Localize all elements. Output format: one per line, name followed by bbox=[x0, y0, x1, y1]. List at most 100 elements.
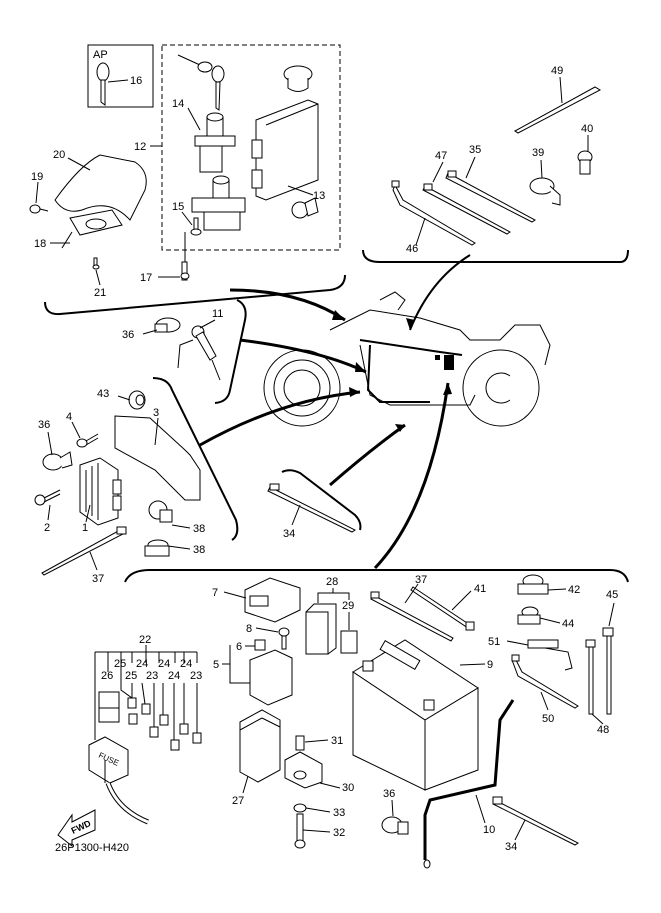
callout-34-a[interactable]: 34 bbox=[283, 528, 295, 540]
callout-40[interactable]: 40 bbox=[581, 123, 593, 135]
clamp-part-38-b[interactable] bbox=[144, 539, 170, 557]
callout-7[interactable]: 7 bbox=[212, 587, 218, 599]
callout-9[interactable]: 9 bbox=[487, 659, 493, 671]
relay-part-27[interactable] bbox=[239, 709, 281, 783]
callout-35[interactable]: 35 bbox=[469, 144, 481, 156]
callout-19[interactable]: 19 bbox=[31, 171, 43, 183]
callout-42[interactable]: 42 bbox=[568, 584, 580, 596]
callout-24-d[interactable]: 24 bbox=[168, 670, 180, 682]
clamp-part-39[interactable] bbox=[529, 177, 561, 206]
callout-12[interactable]: 12 bbox=[134, 141, 146, 153]
callout-36-c[interactable]: 36 bbox=[383, 788, 395, 800]
callout-17[interactable]: 17 bbox=[140, 272, 152, 284]
cap-part[interactable] bbox=[283, 65, 313, 92]
callout-50[interactable]: 50 bbox=[542, 713, 554, 725]
callout-13[interactable]: 13 bbox=[313, 190, 325, 202]
bracket-plate-part-3[interactable] bbox=[114, 415, 201, 501]
callout-22[interactable]: 22 bbox=[139, 634, 151, 646]
callout-39[interactable]: 39 bbox=[532, 147, 544, 159]
fuse-box[interactable]: FUSE bbox=[88, 736, 129, 784]
screw-part-21[interactable] bbox=[92, 257, 100, 270]
key-set[interactable] bbox=[177, 54, 225, 111]
bolt-part-4[interactable] bbox=[76, 433, 99, 448]
clip-part-40[interactable] bbox=[577, 150, 593, 175]
collar-part-31[interactable] bbox=[295, 735, 305, 751]
callout-3[interactable]: 3 bbox=[153, 407, 159, 419]
callout-10[interactable]: 10 bbox=[483, 824, 495, 836]
callout-26[interactable]: 26 bbox=[101, 670, 113, 682]
grommet-part-43[interactable] bbox=[128, 390, 146, 410]
callout-51[interactable]: 51 bbox=[488, 636, 500, 648]
callout-30[interactable]: 30 bbox=[342, 782, 354, 794]
relay-part-28[interactable] bbox=[305, 603, 337, 655]
callout-21[interactable]: 21 bbox=[94, 287, 106, 299]
callout-8[interactable]: 8 bbox=[246, 623, 252, 635]
bolt-part-8[interactable] bbox=[278, 627, 290, 650]
callout-11[interactable]: 11 bbox=[212, 308, 223, 320]
callout-25-b[interactable]: 25 bbox=[125, 670, 137, 682]
callout-41[interactable]: 41 bbox=[474, 583, 486, 595]
callout-25-a[interactable]: 25 bbox=[114, 658, 126, 670]
battery-part-9[interactable] bbox=[352, 639, 479, 791]
ecu-part-13[interactable] bbox=[251, 99, 319, 201]
bracket-part-51[interactable] bbox=[527, 639, 573, 671]
sensor-part-11[interactable] bbox=[177, 325, 221, 381]
bracket-part-18[interactable] bbox=[61, 209, 123, 249]
relay-part-5[interactable] bbox=[249, 649, 293, 706]
tie-part-45[interactable] bbox=[606, 633, 612, 715]
callout-49[interactable]: 49 bbox=[551, 65, 563, 77]
callout-28[interactable]: 28 bbox=[326, 576, 338, 588]
callout-32[interactable]: 32 bbox=[333, 827, 345, 839]
washer-part-33[interactable] bbox=[293, 803, 307, 813]
callout-45[interactable]: 45 bbox=[606, 589, 618, 601]
tie-part-47[interactable] bbox=[422, 185, 511, 235]
callout-23-a[interactable]: 23 bbox=[146, 670, 158, 682]
fuse-part-29[interactable] bbox=[340, 630, 358, 654]
bolt-part-32[interactable] bbox=[294, 813, 306, 849]
switch-body[interactable] bbox=[191, 175, 246, 231]
bracket-part-30[interactable] bbox=[284, 751, 323, 789]
clamp-part-36-a[interactable] bbox=[154, 317, 181, 333]
callout-36-b[interactable]: 36 bbox=[38, 419, 50, 431]
tie-part-49[interactable] bbox=[514, 86, 602, 134]
clamp-part-36-c[interactable] bbox=[381, 816, 409, 835]
callout-20[interactable]: 20 bbox=[53, 149, 65, 161]
fuse-part-6[interactable] bbox=[254, 639, 266, 651]
tie-part-34-a[interactable] bbox=[267, 486, 356, 533]
cover-part-20[interactable] bbox=[54, 154, 147, 221]
callout-33[interactable]: 33 bbox=[333, 807, 345, 819]
callout-4[interactable]: 4 bbox=[66, 411, 72, 423]
callout-1[interactable]: 1 bbox=[82, 522, 88, 534]
tie-part-34-b[interactable] bbox=[492, 799, 579, 846]
callout-24-a[interactable]: 24 bbox=[136, 658, 148, 670]
callout-34-b[interactable]: 34 bbox=[505, 841, 517, 853]
cover-part-7[interactable] bbox=[244, 577, 301, 623]
tie-part-37-a[interactable] bbox=[41, 529, 124, 576]
key-part-16[interactable] bbox=[96, 62, 110, 106]
clamp-part-36-b[interactable] bbox=[42, 451, 73, 471]
callout-44[interactable]: 44 bbox=[562, 618, 574, 630]
cable-part-10[interactable] bbox=[423, 699, 515, 860]
callout-24-c[interactable]: 24 bbox=[180, 658, 192, 670]
callout-47[interactable]: 47 bbox=[435, 150, 447, 162]
tie-part-41[interactable] bbox=[410, 586, 471, 629]
callout-31[interactable]: 31 bbox=[331, 735, 343, 747]
clamp-part-42[interactable] bbox=[517, 574, 549, 595]
callout-14[interactable]: 14 bbox=[172, 98, 184, 110]
tie-part-48[interactable] bbox=[588, 643, 594, 715]
tie-part-46[interactable] bbox=[392, 183, 476, 246]
relay-part-26[interactable] bbox=[98, 691, 120, 723]
connector-part[interactable] bbox=[291, 197, 319, 219]
tie-part-35[interactable] bbox=[445, 172, 536, 223]
callout-37-b[interactable]: 37 bbox=[415, 574, 427, 586]
callout-27[interactable]: 27 bbox=[232, 795, 244, 807]
clip-part-44[interactable] bbox=[517, 606, 541, 625]
bolt-part-2[interactable] bbox=[34, 489, 61, 506]
callout-46[interactable]: 46 bbox=[406, 243, 418, 255]
callout-6[interactable]: 6 bbox=[236, 641, 242, 653]
clamp-part-38-a[interactable] bbox=[148, 500, 173, 523]
lock-part-14[interactable] bbox=[194, 112, 236, 173]
screw-part-15[interactable] bbox=[190, 217, 202, 236]
callout-37-a[interactable]: 37 bbox=[92, 573, 104, 585]
callout-48[interactable]: 48 bbox=[597, 724, 609, 736]
